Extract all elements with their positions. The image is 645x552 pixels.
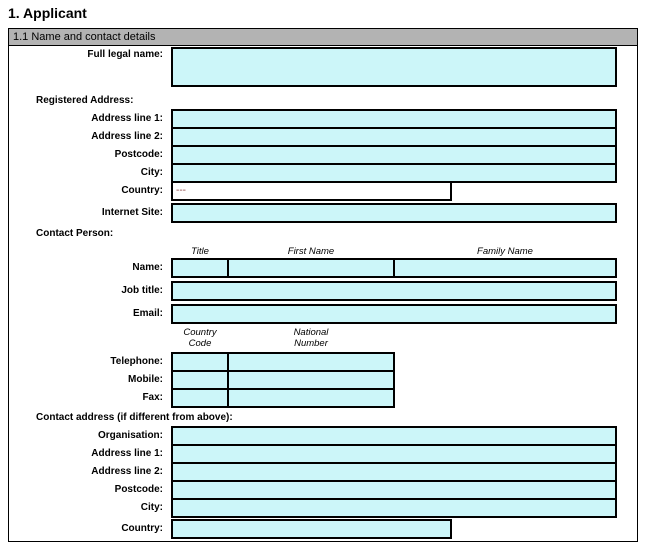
internet-site-input[interactable]	[171, 203, 617, 223]
job-title-label: Job title:	[121, 285, 163, 296]
email-input[interactable]	[171, 304, 617, 324]
name-family-name-column-header: Family Name	[477, 246, 533, 257]
registered-postcode-label: Postcode:	[114, 149, 163, 160]
country-code-line1: Country	[183, 327, 217, 338]
registered-address-line2-label: Address line 2:	[91, 131, 163, 142]
contact-person-heading: Contact Person:	[36, 228, 114, 239]
name-first-name-column-header: First Name	[287, 246, 335, 257]
contact-organisation-label: Organisation:	[97, 430, 163, 441]
name-first-name-input[interactable]	[227, 258, 395, 278]
contact-city-label: City:	[140, 502, 163, 513]
name-label: Name:	[132, 262, 163, 273]
registered-country-value: ---	[176, 185, 186, 196]
national-number-column-header: National Number	[227, 327, 395, 349]
contact-postcode-label: Postcode:	[114, 484, 163, 495]
fax-national-number-input[interactable]	[227, 388, 395, 408]
registered-address-heading: Registered Address:	[36, 95, 134, 106]
registered-address-line1-input[interactable]	[171, 109, 617, 129]
contact-postcode-input[interactable]	[171, 480, 617, 500]
page-title: 1. Applicant	[8, 5, 87, 21]
registered-address-line1-label: Address line 1:	[91, 113, 163, 124]
registered-country-select[interactable]: ---	[171, 181, 452, 201]
registered-postcode-input[interactable]	[171, 145, 617, 165]
contact-address-line2-input[interactable]	[171, 462, 617, 482]
mobile-national-number-input[interactable]	[227, 370, 395, 390]
contact-organisation-input[interactable]	[171, 426, 617, 446]
mobile-label: Mobile:	[128, 374, 163, 385]
contact-address-line1-input[interactable]	[171, 444, 617, 464]
country-code-column-header: Country Code	[171, 327, 229, 349]
telephone-country-code-input[interactable]	[171, 352, 229, 372]
fax-country-code-input[interactable]	[171, 388, 229, 408]
telephone-national-number-input[interactable]	[227, 352, 395, 372]
name-family-name-input[interactable]	[393, 258, 617, 278]
telephone-label: Telephone:	[110, 356, 163, 367]
email-label: Email:	[132, 308, 163, 319]
section-header-bar: 1.1 Name and contact details	[8, 28, 638, 46]
internet-site-label: Internet Site:	[101, 207, 163, 218]
registered-city-label: City:	[140, 167, 163, 178]
fax-label: Fax:	[142, 392, 163, 403]
registered-address-line2-input[interactable]	[171, 127, 617, 147]
registered-country-label: Country:	[121, 185, 163, 196]
name-title-column-header: Title	[191, 246, 209, 257]
contact-country-label: Country:	[121, 523, 163, 534]
name-title-input[interactable]	[171, 258, 229, 278]
contact-city-input[interactable]	[171, 498, 617, 518]
registered-city-input[interactable]	[171, 163, 617, 183]
national-number-line2: Number	[294, 338, 328, 349]
mobile-country-code-input[interactable]	[171, 370, 229, 390]
full-legal-name-label: Full legal name:	[87, 49, 163, 60]
contact-address-line1-label: Address line 1:	[91, 448, 163, 459]
contact-country-input[interactable]	[171, 519, 452, 539]
contact-address-heading: Contact address (if different from above…	[36, 412, 233, 423]
full-legal-name-input[interactable]	[171, 47, 617, 87]
contact-address-line2-label: Address line 2:	[91, 466, 163, 477]
country-code-line2: Code	[188, 338, 212, 349]
national-number-line1: National	[293, 327, 329, 338]
job-title-input[interactable]	[171, 281, 617, 301]
